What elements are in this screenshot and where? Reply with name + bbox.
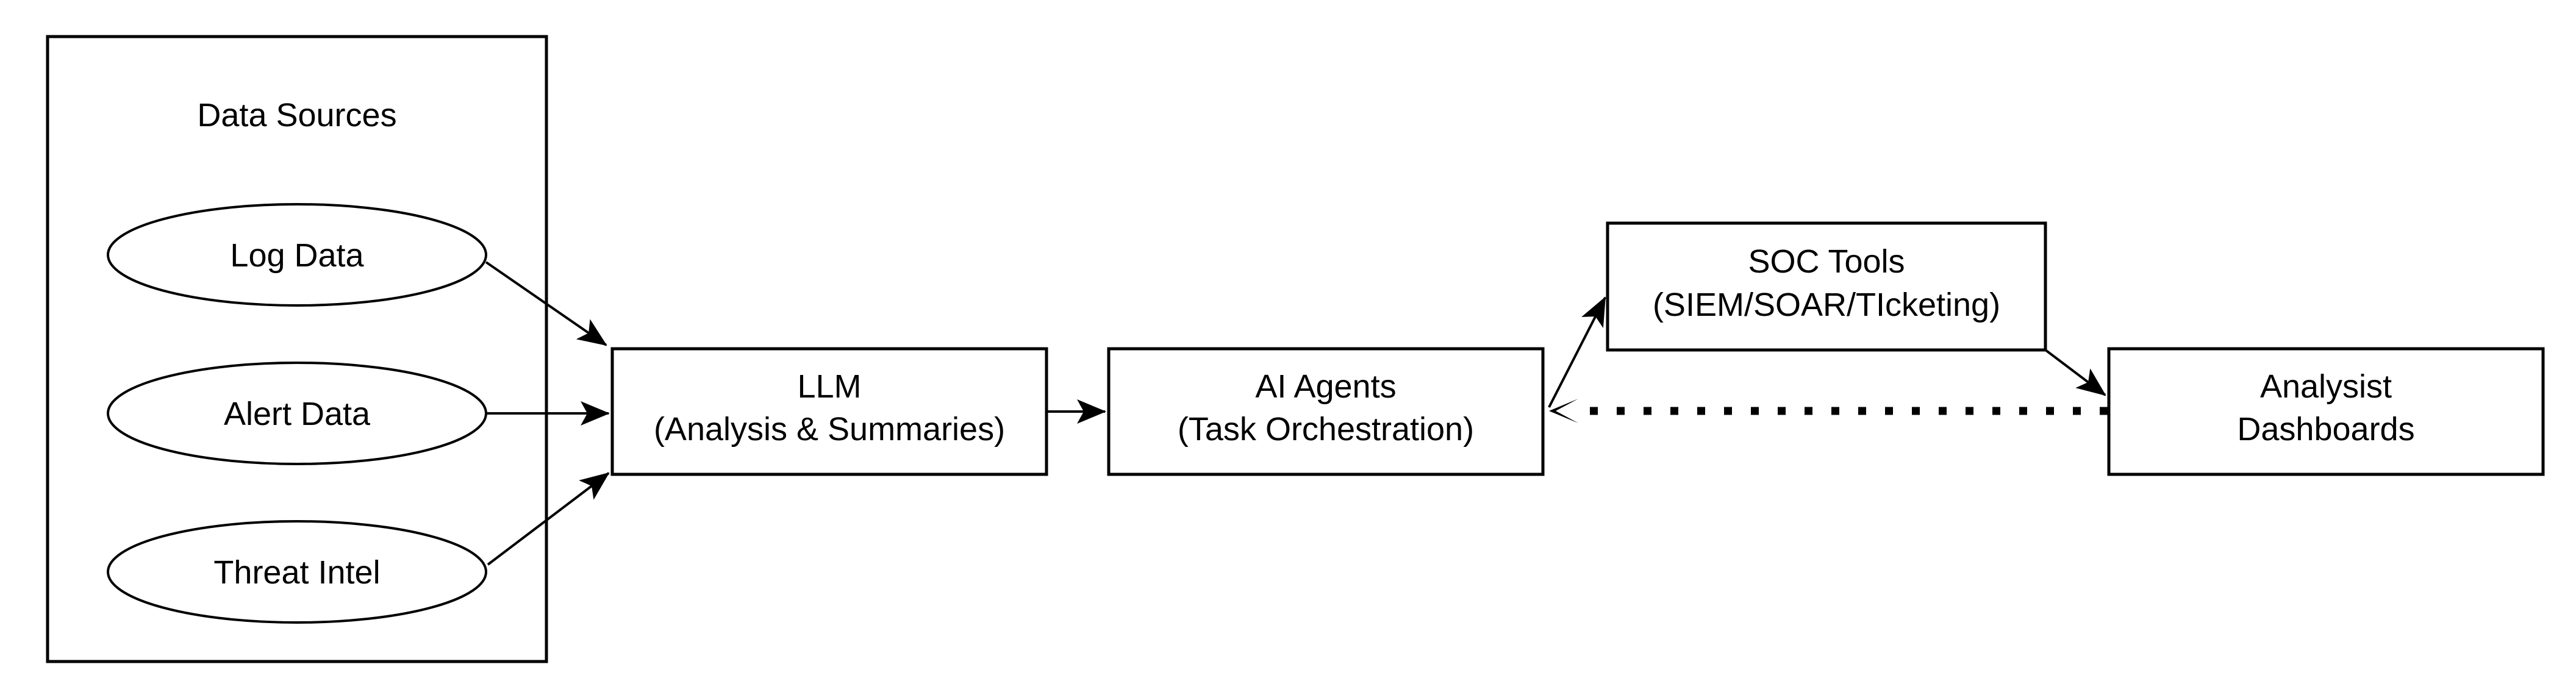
threat-intel-ellipse bbox=[107, 520, 487, 624]
soc-tools-box bbox=[1606, 221, 2047, 352]
soc-tools-label-line1: SOC Tools bbox=[1748, 243, 1905, 280]
analysist-dashboards-label-line1: Analysist bbox=[2260, 368, 2392, 405]
arrow-ai-agents-to-soc-tools bbox=[1548, 296, 1606, 408]
alert-data-label: Alert Data bbox=[224, 396, 371, 432]
analysist-dashboards-label-line2: Dashboards bbox=[2237, 411, 2414, 448]
ai-agents-label-line2: (Task Orchestration) bbox=[1178, 411, 1474, 448]
llm-label-line1: LLM bbox=[797, 368, 861, 405]
analysist-dashboards-box bbox=[2107, 347, 2545, 476]
arrow-soc-tools-to-dashboards bbox=[2044, 349, 2106, 396]
log-data-label: Log Data bbox=[230, 237, 364, 274]
data-sources-title: Data Sources bbox=[197, 97, 396, 134]
llm-box bbox=[610, 347, 1048, 476]
log-data-ellipse bbox=[107, 203, 487, 307]
arrow-log-data-to-llm bbox=[485, 261, 607, 346]
ai-agents-box bbox=[1107, 347, 1545, 476]
arrow-threat-intel-to-llm bbox=[487, 472, 610, 566]
threat-intel-label: Threat Intel bbox=[213, 554, 380, 591]
soc-tools-label-line2: (SIEM/SOAR/TIcketing) bbox=[1653, 287, 2000, 323]
llm-label-line2: (Analysis & Summaries) bbox=[654, 411, 1005, 448]
dotted-link-left-arrowhead bbox=[1549, 399, 1578, 423]
ai-agents-label-line1: AI Agents bbox=[1255, 368, 1396, 405]
